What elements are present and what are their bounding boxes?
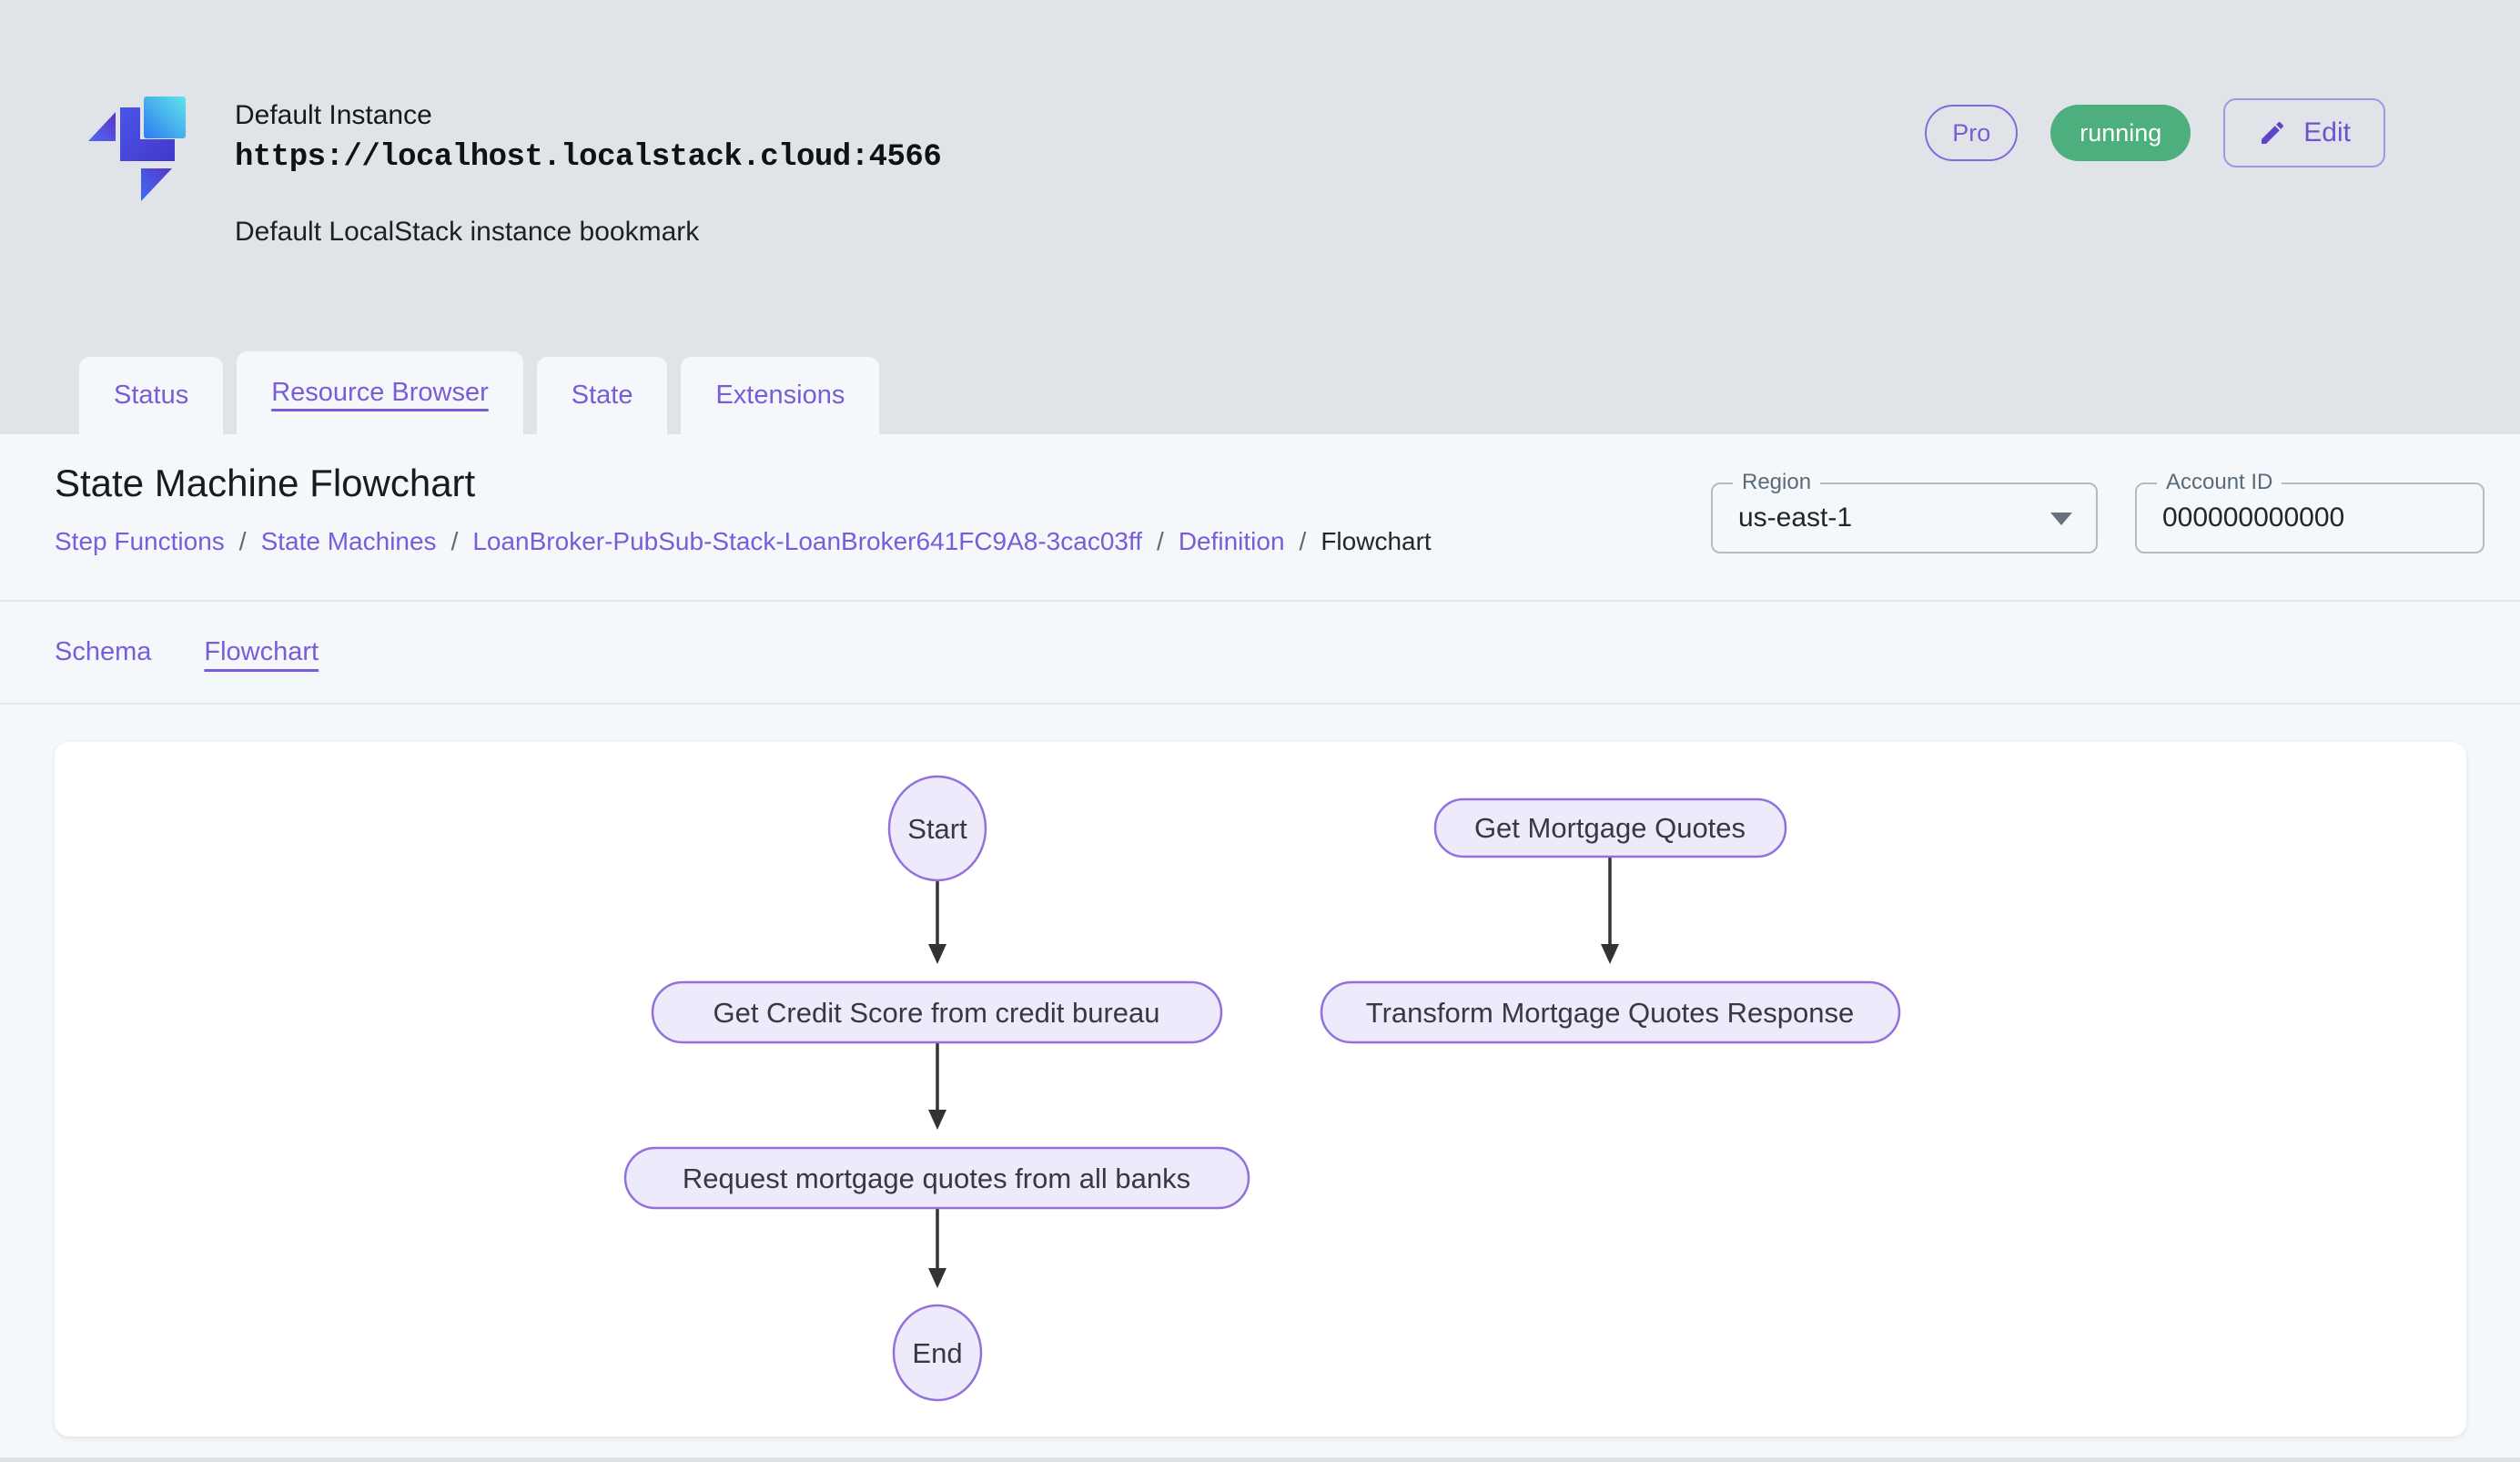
- flow-node-credit-score-label: Get Credit Score from credit bureau: [713, 997, 1159, 1029]
- account-id-field: Account ID: [2135, 470, 2485, 553]
- state-machine-flowchart: Start Get Credit Score from credit burea…: [623, 775, 1901, 1402]
- region-select-value: us-east-1: [1738, 503, 1853, 533]
- header-actions: Pro running Edit: [1925, 98, 2385, 168]
- definition-subtabs: Schema Flowchart: [0, 602, 2520, 705]
- tab-extensions[interactable]: Extensions: [681, 357, 880, 434]
- flow-node-get-mortgage-quotes-label: Get Mortgage Quotes: [1474, 812, 1746, 844]
- breadcrumb-separator: /: [1157, 527, 1164, 555]
- flow-node-get-mortgage-quotes: Get Mortgage Quotes: [1433, 797, 1787, 858]
- flowchart-card: Start Get Credit Score from credit burea…: [55, 742, 2466, 1437]
- edit-button-label: Edit: [2303, 117, 2351, 147]
- region-select[interactable]: Region us-east-1: [1711, 470, 2098, 553]
- localstack-logo-icon: [82, 85, 211, 218]
- instance-tabs: Status Resource Browser State Extensions: [79, 351, 880, 434]
- status-badge: running: [2050, 105, 2191, 161]
- pencil-icon: [2258, 118, 2287, 147]
- subtab-flowchart[interactable]: Flowchart: [204, 637, 319, 666]
- panel-header: State Machine Flowchart Step Functions /…: [0, 434, 2520, 602]
- breadcrumb: Step Functions / State Machines / LoanBr…: [55, 527, 1432, 556]
- instance-url: https://localhost.localstack.cloud:4566: [235, 139, 942, 175]
- region-select-label: Region: [1733, 470, 1821, 496]
- pro-badge: Pro: [1925, 105, 2019, 161]
- instance-info: Default Instance https://localhost.local…: [235, 98, 942, 248]
- flow-node-transform-response-label: Transform Mortgage Quotes Response: [1366, 997, 1854, 1029]
- breadcrumb-separator: /: [1299, 527, 1307, 555]
- tab-state[interactable]: State: [536, 357, 668, 434]
- bottom-divider: [0, 1457, 2520, 1462]
- account-id-label: Account ID: [2157, 470, 2282, 496]
- flow-node-start: Start: [887, 775, 987, 882]
- flow-node-request-quotes-label: Request mortgage quotes from all banks: [683, 1162, 1190, 1194]
- tab-extensions-label: Extensions: [715, 381, 845, 410]
- tab-status[interactable]: Status: [79, 357, 224, 434]
- tab-resource-browser[interactable]: Resource Browser: [237, 351, 523, 434]
- breadcrumb-step-functions[interactable]: Step Functions: [55, 527, 225, 555]
- breadcrumb-separator: /: [450, 527, 459, 555]
- instance-description: Default LocalStack instance bookmark: [235, 216, 700, 247]
- breadcrumb-definition[interactable]: Definition: [1178, 527, 1285, 555]
- breadcrumb-separator: /: [238, 527, 247, 555]
- edit-button[interactable]: Edit: [2223, 98, 2385, 168]
- flow-node-request-quotes: Request mortgage quotes from all banks: [623, 1146, 1250, 1210]
- breadcrumb-current: Flowchart: [1321, 527, 1432, 555]
- tab-status-label: Status: [114, 381, 189, 410]
- resource-browser-panel: State Machine Flowchart Step Functions /…: [0, 434, 2520, 1462]
- flow-node-transform-response: Transform Mortgage Quotes Response: [1320, 980, 1901, 1044]
- dropdown-arrow-icon: [2050, 513, 2072, 525]
- flow-node-credit-score: Get Credit Score from credit bureau: [651, 980, 1223, 1044]
- instance-name: Default Instance: [235, 100, 432, 130]
- flow-node-start-label: Start: [907, 813, 967, 845]
- breadcrumb-state-machines[interactable]: State Machines: [260, 527, 437, 555]
- tab-resource-browser-label: Resource Browser: [271, 378, 489, 407]
- subtab-schema[interactable]: Schema: [55, 637, 152, 666]
- page-title: State Machine Flowchart: [55, 462, 476, 504]
- flow-node-end-label: End: [912, 1337, 962, 1369]
- tab-state-label: State: [571, 381, 633, 410]
- flow-node-end: End: [892, 1304, 983, 1402]
- breadcrumb-state-machine-name[interactable]: LoanBroker-PubSub-Stack-LoanBroker641FC9…: [472, 527, 1143, 555]
